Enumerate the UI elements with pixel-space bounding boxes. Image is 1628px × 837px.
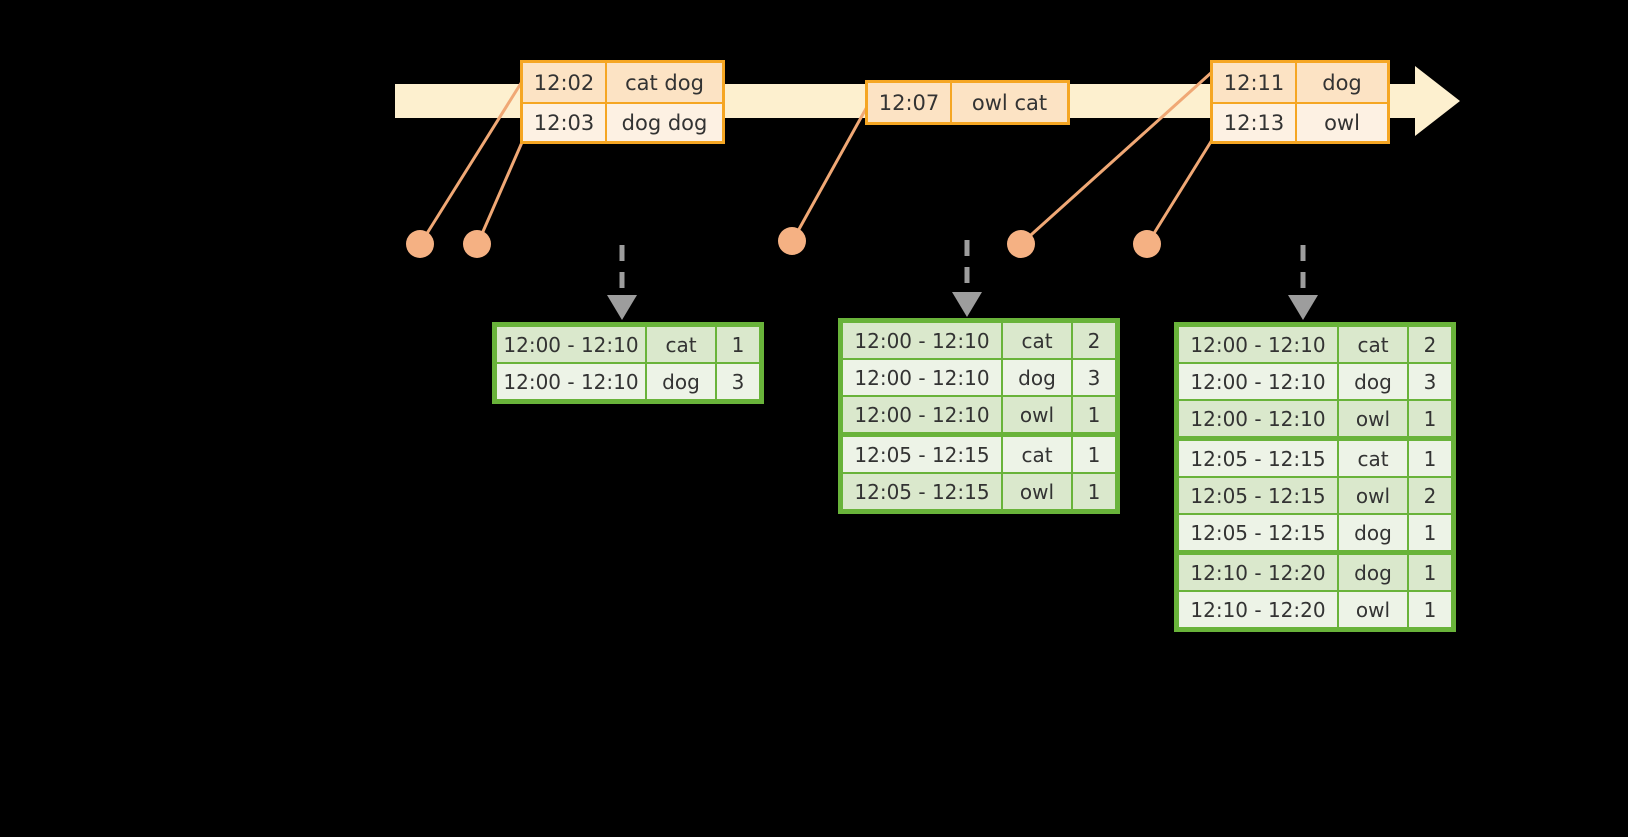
count-cell: 1 xyxy=(717,327,759,362)
count-cell: 1 xyxy=(1409,441,1451,476)
event-row[interactable]: 12:07 owl cat xyxy=(868,83,1067,122)
count-cell: 2 xyxy=(1073,323,1115,358)
event-value: dog dog xyxy=(607,104,722,141)
event-time: 12:03 xyxy=(523,104,607,141)
window-cell: 12:00 - 12:10 xyxy=(497,364,645,399)
event-time: 12:13 xyxy=(1213,104,1297,141)
event-row[interactable]: 12:03 dog dog xyxy=(523,102,722,141)
event-time: 12:02 xyxy=(523,63,607,102)
window-group-separator xyxy=(842,433,1116,436)
key-cell: cat xyxy=(1003,323,1071,358)
key-cell: cat xyxy=(647,327,715,362)
window-cell: 12:05 - 12:15 xyxy=(1179,478,1337,513)
window-cell: 12:00 - 12:10 xyxy=(1179,401,1337,436)
emit-dashed-arrows xyxy=(619,240,1306,300)
window-group-separator xyxy=(1178,437,1452,440)
event-row[interactable]: 12:11 dog xyxy=(1213,63,1387,102)
key-cell: dog xyxy=(1003,360,1071,395)
event-value: owl cat xyxy=(952,83,1067,122)
key-cell: cat xyxy=(1003,437,1071,472)
event-row[interactable]: 12:02 cat dog xyxy=(523,63,722,102)
count-cell: 1 xyxy=(1073,437,1115,472)
event-value: owl xyxy=(1297,104,1387,141)
window-cell: 12:05 - 12:15 xyxy=(843,437,1001,472)
event-value: dog xyxy=(1297,63,1387,102)
key-cell: owl xyxy=(1339,478,1407,513)
count-cell: 2 xyxy=(1409,327,1451,362)
event-box-group-2[interactable]: 12:07 owl cat xyxy=(865,80,1070,125)
event-origin-dots xyxy=(406,227,1161,258)
window-cell: 12:00 - 12:10 xyxy=(843,360,1001,395)
count-cell: 3 xyxy=(1409,364,1451,399)
count-cell: 1 xyxy=(1409,401,1451,436)
window-cell: 12:10 - 12:20 xyxy=(1179,555,1337,590)
count-cell: 1 xyxy=(1409,555,1451,590)
count-cell: 1 xyxy=(1409,515,1451,550)
key-cell: dog xyxy=(1339,555,1407,590)
emit-arrow-heads xyxy=(607,292,1318,320)
key-cell: dog xyxy=(1339,515,1407,550)
key-cell: owl xyxy=(1339,401,1407,436)
key-cell: owl xyxy=(1003,397,1071,432)
key-cell: cat xyxy=(1339,327,1407,362)
window-cell: 12:05 - 12:15 xyxy=(1179,515,1337,550)
key-cell: dog xyxy=(1339,364,1407,399)
event-row[interactable]: 12:13 owl xyxy=(1213,102,1387,141)
window-cell: 12:05 - 12:15 xyxy=(1179,441,1337,476)
window-cell: 12:10 - 12:20 xyxy=(1179,592,1337,627)
key-cell: dog xyxy=(647,364,715,399)
window-group-separator xyxy=(1178,551,1452,554)
count-cell: 2 xyxy=(1409,478,1451,513)
count-cell: 1 xyxy=(1409,592,1451,627)
window-cell: 12:00 - 12:10 xyxy=(497,327,645,362)
key-cell: owl xyxy=(1339,592,1407,627)
event-time: 12:11 xyxy=(1213,63,1297,102)
event-box-group-1[interactable]: 12:02 cat dog 12:03 dog dog xyxy=(520,60,725,144)
count-cell: 3 xyxy=(1073,360,1115,395)
key-cell: cat xyxy=(1339,441,1407,476)
event-value: cat dog xyxy=(607,63,722,102)
count-cell: 1 xyxy=(1073,397,1115,432)
event-box-group-3[interactable]: 12:11 dog 12:13 owl xyxy=(1210,60,1390,144)
window-cell: 12:00 - 12:10 xyxy=(1179,364,1337,399)
count-cell: 3 xyxy=(717,364,759,399)
count-cell: 1 xyxy=(1073,474,1115,509)
key-cell: owl xyxy=(1003,474,1071,509)
window-cell: 12:05 - 12:15 xyxy=(843,474,1001,509)
window-cell: 12:00 - 12:10 xyxy=(1179,327,1337,362)
window-cell: 12:00 - 12:10 xyxy=(843,323,1001,358)
window-cell: 12:00 - 12:10 xyxy=(843,397,1001,432)
event-time: 12:07 xyxy=(868,83,952,122)
